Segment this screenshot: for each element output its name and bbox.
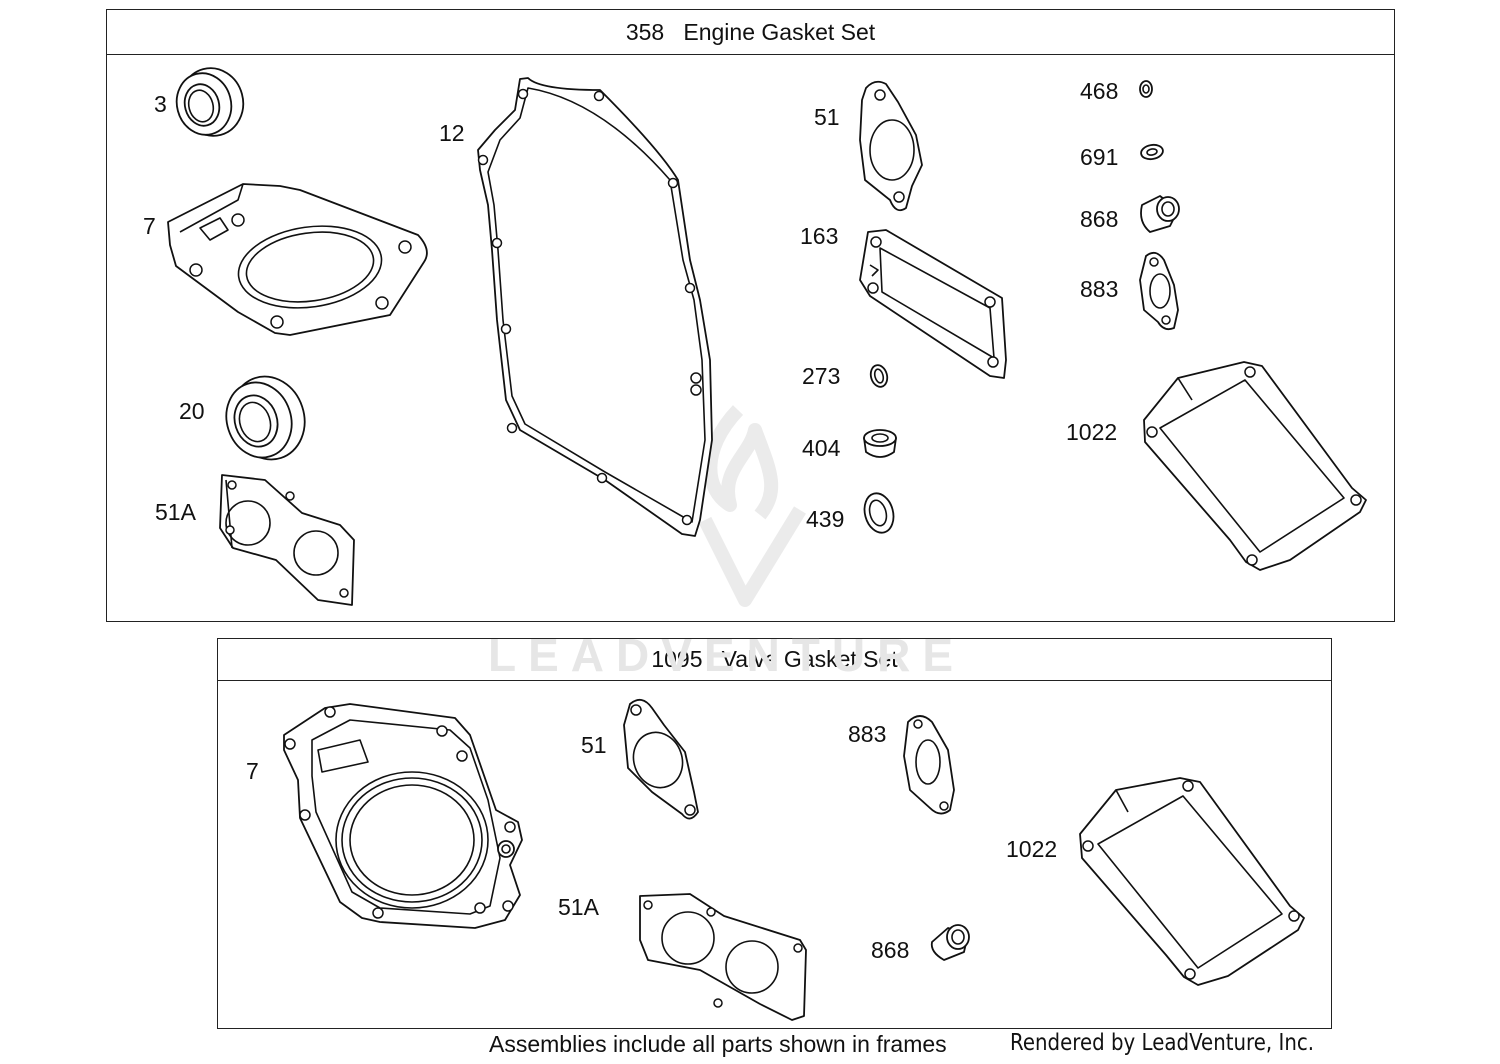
part-163-exhaust-gasket[interactable] (859, 229, 1007, 379)
part-404-seal[interactable] (863, 429, 897, 458)
part-691-washer[interactable] (1140, 143, 1164, 161)
part-51A-intake-gasket[interactable] (219, 474, 355, 606)
callout-868: 868 (1080, 206, 1119, 232)
callout-883-valve: 883 (848, 721, 887, 747)
callout-7: 7 (143, 213, 156, 239)
callout-1022: 1022 (1066, 419, 1118, 445)
part-51-exhaust-gasket[interactable] (859, 80, 923, 212)
callout-868-valve: 868 (871, 937, 910, 963)
callout-468: 468 (1080, 78, 1119, 104)
part-3-oil-seal[interactable] (170, 61, 251, 143)
part-51A-intake-gasket-valve[interactable] (639, 893, 807, 1021)
part-12-crankcase-gasket[interactable] (477, 77, 713, 537)
callout-883: 883 (1080, 276, 1119, 302)
part-51-exhaust-gasket-valve[interactable] (623, 698, 699, 820)
part-1022-rocker-cover-gasket-valve[interactable] (1079, 777, 1305, 986)
part-868-valve-stem-seal-valve[interactable] (930, 924, 970, 961)
part-468-seal[interactable] (1139, 80, 1153, 98)
rendered-by-credit: Rendered by LeadVenture, Inc. (1010, 1030, 1315, 1056)
valve-gasket-set-number: 1095 (651, 646, 703, 672)
engine-gasket-set-name: Engine Gasket Set (683, 19, 876, 45)
engine-gasket-set-number: 358 (625, 19, 665, 45)
valve-gasket-set-name: Valve Gasket Set (721, 646, 898, 672)
callout-3: 3 (154, 91, 167, 117)
part-439-washer[interactable] (860, 490, 897, 536)
assemblies-note: Assemblies include all parts shown in fr… (489, 1031, 947, 1057)
part-868-valve-stem-seal[interactable] (1140, 195, 1180, 233)
callout-691: 691 (1080, 144, 1119, 170)
part-7-head-gasket[interactable] (167, 183, 428, 336)
engine-gasket-set-frame: 358 Engine Gasket Set (106, 9, 1395, 622)
part-883-gasket[interactable] (1139, 251, 1179, 331)
callout-12: 12 (439, 120, 465, 146)
watermark-text: LEADVENTURE (488, 629, 966, 681)
callout-1022-valve: 1022 (1006, 836, 1058, 862)
valve-gasket-set-frame: 1095 Valve Gasket Set (217, 638, 1332, 1029)
engine-gasket-set-title: 358 Engine Gasket Set (107, 10, 1394, 55)
valve-gasket-set-title: 1095 Valve Gasket Set (218, 639, 1331, 681)
callout-439: 439 (806, 506, 845, 532)
callout-7-valve: 7 (246, 758, 259, 784)
callout-51-valve: 51 (581, 732, 607, 758)
part-883-gasket-valve[interactable] (903, 715, 955, 815)
watermark-logo (698, 405, 806, 607)
part-20-oil-seal[interactable] (217, 367, 315, 469)
callout-20: 20 (179, 398, 205, 424)
callout-404: 404 (802, 435, 841, 461)
callout-273: 273 (802, 363, 841, 389)
part-273-o-ring[interactable] (868, 363, 889, 388)
callout-163: 163 (800, 223, 839, 249)
callout-51: 51 (814, 104, 840, 130)
callout-51A-valve: 51A (558, 894, 599, 920)
part-1022-rocker-cover-gasket[interactable] (1143, 361, 1367, 571)
callout-51A: 51A (155, 499, 196, 525)
part-7-head-gasket-valve[interactable] (283, 703, 523, 929)
